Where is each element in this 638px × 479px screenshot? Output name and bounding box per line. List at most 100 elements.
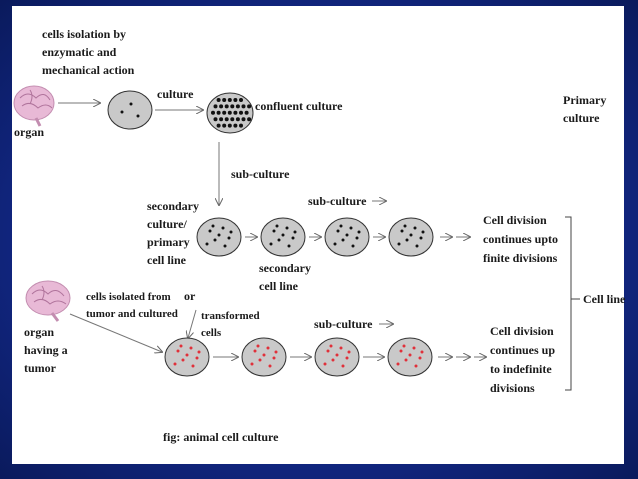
tumor-cell-dot: [267, 347, 270, 350]
secondary-cell-dot: [410, 234, 413, 237]
tumor-cell-dot: [405, 359, 408, 362]
secondary-cell-dot: [206, 243, 209, 246]
subculture-down-label: sub-culture: [231, 167, 290, 181]
secondary-cell-dot: [278, 239, 281, 242]
arrow-down-icon: [188, 310, 196, 338]
secondary-cell-dot: [212, 225, 215, 228]
tumor-cell-dot: [342, 365, 345, 368]
primary-label-2: culture: [563, 111, 600, 125]
secondary-cell-dot: [273, 230, 276, 233]
tumor-cell-dot: [198, 351, 201, 354]
tumor-organ-label-3: tumor: [24, 361, 57, 375]
secondary-cell-dot: [352, 245, 355, 248]
secondary-cell-dot: [340, 225, 343, 228]
tumor-cell-dot: [400, 350, 403, 353]
indefinite-label-4: divisions: [490, 381, 535, 395]
secondary-cell-dot: [286, 227, 289, 230]
tumor-cell-dot: [413, 347, 416, 350]
indefinite-label-1: Cell division: [490, 324, 554, 338]
secondary-cell-dot: [401, 230, 404, 233]
organ-label: organ: [14, 125, 44, 139]
tumor-cell-dot: [174, 363, 177, 366]
secondary-cell-dot: [282, 234, 285, 237]
secondary-cell-dot: [416, 245, 419, 248]
secondary-cell-dot: [337, 230, 340, 233]
secondary-cell-dot: [288, 245, 291, 248]
tumor-cell-dot: [269, 365, 272, 368]
secondary-dish: [197, 218, 241, 256]
tumor-cell-dot: [251, 363, 254, 366]
transformed-label-2: cells: [201, 327, 222, 339]
tumor-cell-dot: [254, 350, 257, 353]
tumor-cell-dot: [419, 357, 422, 360]
tumor-cell-dot: [192, 365, 195, 368]
indefinite-label-3: to indefinite: [490, 362, 552, 376]
secondary-label-3: primary: [147, 235, 190, 249]
finite-label-2: continues upto: [483, 232, 558, 246]
brain-icon: [14, 86, 54, 126]
tumor-cell-dot: [415, 365, 418, 368]
secondary-dish: [325, 218, 369, 256]
tumor-cell-dot: [324, 363, 327, 366]
confluent-label: confluent culture: [255, 99, 343, 113]
secondary-cell-dot: [292, 237, 295, 240]
tumor-cell-dot: [182, 359, 185, 362]
secondary-cell-dot: [404, 225, 407, 228]
secondary-cell-dot: [222, 227, 225, 230]
cell-line-label: Cell line: [583, 292, 626, 306]
culture-label: culture: [157, 87, 194, 101]
tumor-cell-dot: [190, 347, 193, 350]
tumor-cell-dot: [332, 359, 335, 362]
finite-label-3: finite divisions: [483, 251, 558, 265]
tumor-cell-dot: [336, 354, 339, 357]
secondary-dish: [261, 218, 305, 256]
subculture-bottom-label: sub-culture: [314, 317, 373, 331]
secondary-cell-dot: [270, 243, 273, 246]
tumor-cell-dot: [186, 354, 189, 357]
tumor-cell-dot: [330, 345, 333, 348]
tumor-row: [165, 338, 432, 376]
secondary-cell-dot: [224, 245, 227, 248]
tumor-cell-dot: [259, 359, 262, 362]
bracket-icon: [565, 217, 580, 390]
secondary-cell-dot: [276, 225, 279, 228]
tumor-cell-dot: [177, 350, 180, 353]
tumor-organ-label-1: organ: [24, 325, 54, 339]
tumor-cell-dot: [180, 345, 183, 348]
secondary-line-label-1: secondary: [259, 261, 311, 275]
tumor-cell-dot: [257, 345, 260, 348]
isolation-label-3: mechanical action: [42, 63, 135, 77]
tumor-organ-label-2: having a: [24, 343, 68, 357]
tumor-dish: [242, 338, 286, 376]
subculture-mid-label: sub-culture: [308, 194, 367, 208]
tumor-cell-dot: [346, 357, 349, 360]
isolated-cell-dish: [108, 91, 152, 129]
brain-icon: [26, 281, 70, 321]
secondary-cell-dot: [334, 243, 337, 246]
secondary-cell-dot: [218, 234, 221, 237]
isolated-tumor-label-1: cells isolated from: [86, 291, 171, 303]
secondary-cell-dot: [350, 227, 353, 230]
isolation-label-1: cells isolation by: [42, 27, 126, 41]
secondary-cell-dot: [230, 231, 233, 234]
tumor-cell-dot: [403, 345, 406, 348]
transformed-label-1: transformed: [201, 310, 260, 322]
tumor-cell-dot: [327, 350, 330, 353]
secondary-cell-dot: [228, 237, 231, 240]
tumor-cell-dot: [409, 354, 412, 357]
secondary-cell-dot: [214, 239, 217, 242]
tumor-cell-dot: [275, 351, 278, 354]
secondary-cell-dot: [414, 227, 417, 230]
tumor-cell-dot: [421, 351, 424, 354]
indefinite-label-2: continues up: [490, 343, 555, 357]
tumor-dish: [388, 338, 432, 376]
secondary-cell-dot: [420, 237, 423, 240]
tumor-cell-dot: [397, 363, 400, 366]
primary-label-1: Primary: [563, 93, 606, 107]
secondary-label-2: culture/: [147, 217, 187, 231]
secondary-cell-dot: [294, 231, 297, 234]
tumor-cell-dot: [340, 347, 343, 350]
secondary-cell-dot: [358, 231, 361, 234]
